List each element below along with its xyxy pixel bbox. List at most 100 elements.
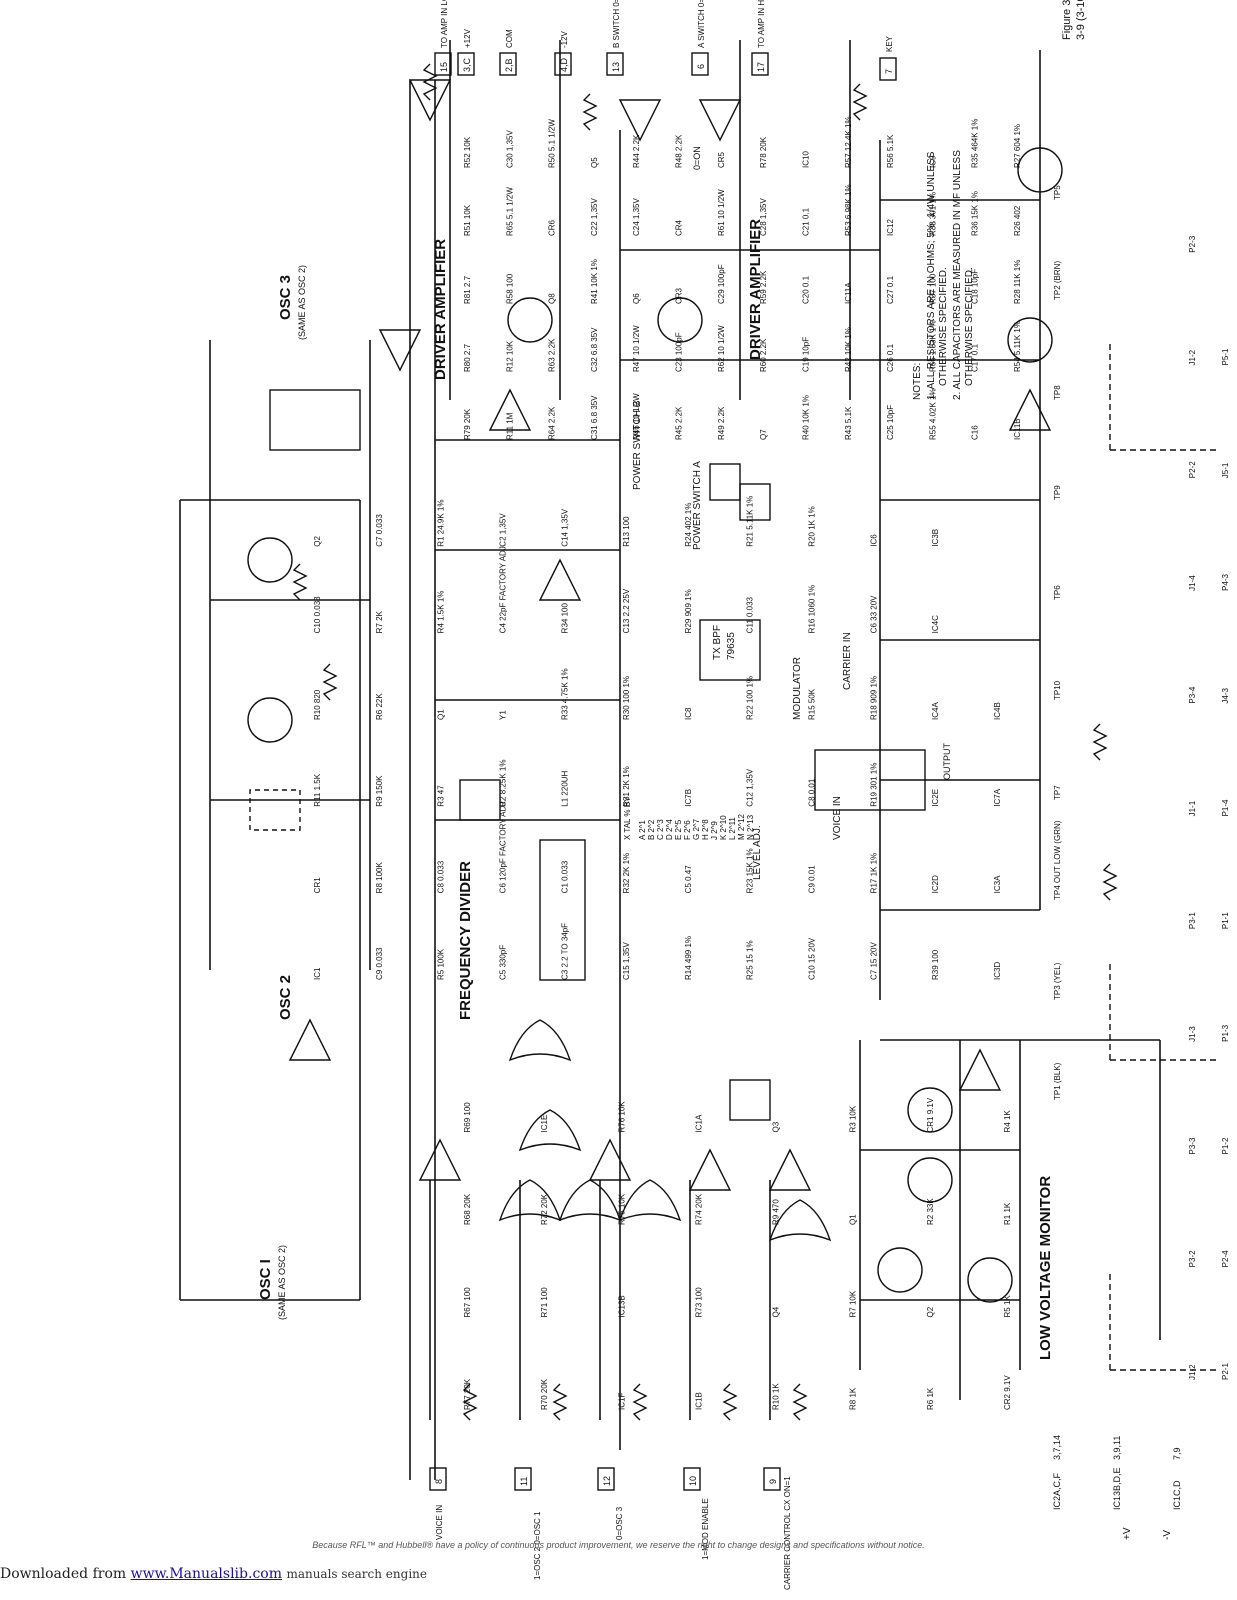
test-point-label: TP1 (BLK) xyxy=(1053,1062,1062,1100)
part-label: C5 0.47 xyxy=(684,865,693,894)
ic4c-gate xyxy=(518,1109,582,1152)
manualslib-link[interactable]: www.Manualslib.com xyxy=(130,1566,282,1582)
term-8: 8 xyxy=(434,1479,444,1484)
freq-table-row: L 2^11 xyxy=(728,817,737,840)
part-label: R25 15 1% xyxy=(746,940,755,980)
tx-bpf-box xyxy=(699,619,761,681)
legend-pins-2: 3,9,11 xyxy=(1112,1436,1122,1460)
power-switch-a-label: POWER SWITCH A xyxy=(692,461,703,550)
part-label: C5 330pF xyxy=(499,945,508,980)
part-label: R9 150K xyxy=(375,775,384,807)
freq-table-row: M 2^12 xyxy=(737,813,746,840)
jack-label: P3-3 xyxy=(1188,1137,1197,1154)
part-label: Q2 xyxy=(926,1306,935,1317)
term-15-box xyxy=(434,52,452,76)
test-points-group: TP1 (BLK)TP3 (YEL)TP4 OUT LOW (GRN)TP7TP… xyxy=(1053,185,1062,1100)
neg-supply-label: -V xyxy=(1162,1530,1173,1540)
freq-table-row: F 2^6 xyxy=(683,820,692,840)
part-label: R12 10K xyxy=(505,340,514,372)
part-label: R81 2.7 xyxy=(463,275,472,304)
part-label: R37 100 xyxy=(928,273,937,304)
jack-label: J4-3 xyxy=(1221,687,1230,703)
ic1b-gate xyxy=(768,1148,812,1191)
part-label: R61 10 1/2W xyxy=(717,189,726,236)
part-label: R7 10K xyxy=(849,1290,858,1317)
part-label: R14 499 1% xyxy=(684,936,693,980)
part-label: Q4 xyxy=(772,1306,781,1317)
tx-bpf-number: 79635 xyxy=(726,632,737,660)
jack-label: J1-3 xyxy=(1188,1026,1197,1042)
jack-label: P2-2 xyxy=(1188,461,1197,478)
part-label: R21 5.11K 1% xyxy=(746,496,755,547)
part-label: IC1E xyxy=(540,1115,549,1133)
part-label: R43 5.1K xyxy=(844,406,853,440)
part-label: IC7A xyxy=(993,788,1002,806)
term-17-box xyxy=(751,52,769,76)
part-label: R10 1K xyxy=(772,1383,781,1410)
part-label: C18 10pF xyxy=(971,269,980,304)
ic3b-gate xyxy=(498,1179,562,1222)
ic12-opamp xyxy=(1008,388,1052,431)
ic7a-box xyxy=(729,1079,771,1121)
term-10-desc: 1=MOD ENABLE xyxy=(701,1498,710,1560)
part-label: C8 0.033 xyxy=(437,860,446,893)
part-label: C2 1,35V xyxy=(499,513,508,547)
term-13: 13 xyxy=(611,62,621,72)
term-3c-box xyxy=(457,52,475,76)
part-label: C27 0.1 xyxy=(886,275,895,304)
part-label: C19 10pF xyxy=(802,337,811,372)
part-label: R79 20K xyxy=(463,408,472,440)
part-label: R11 1.5K xyxy=(313,773,322,806)
test-point-label: TP6 xyxy=(1053,585,1062,600)
ic13c-gate xyxy=(698,99,742,142)
part-label: R11 1M xyxy=(505,412,514,440)
part-label: CR2 9.1V xyxy=(1003,1375,1012,1410)
part-label: R5 1K xyxy=(1003,1295,1012,1318)
osc3-sub-label: (SAME AS OSC 2) xyxy=(297,265,307,340)
q6-symbol xyxy=(657,297,703,343)
q1-symbol xyxy=(247,697,293,743)
ic9-opamp xyxy=(538,558,582,601)
carrier-in-label: CARRIER IN xyxy=(842,632,853,690)
part-label: IC1B xyxy=(694,1392,703,1410)
part-label: R16 1060 1% xyxy=(808,585,817,633)
note-1b: OTHERWISE SPECIFIED. xyxy=(938,267,949,386)
term-15-desc: TO AMP IN LOW ON 67 PLC PWR AMP xyxy=(440,0,449,48)
term-7-desc: KEY xyxy=(885,35,894,52)
jack-label: P3-4 xyxy=(1188,686,1197,703)
part-label: R31 2K 1% xyxy=(622,766,631,806)
part-label: Q5 xyxy=(590,157,599,168)
part-label: R53 6.98K 1% xyxy=(844,184,853,236)
jack-label: P2-3 xyxy=(1188,235,1197,252)
driver-amplifier-2-label: DRIVER AMPLIFIER xyxy=(747,219,764,360)
part-label: R50 5.1 1/2W xyxy=(548,119,557,168)
note-2b: OTHERWISE SPECIFIED. xyxy=(964,267,975,386)
part-label: C28 1,35V xyxy=(759,198,768,236)
lv-q2-symbol xyxy=(967,1257,1013,1303)
part-label: IC3B xyxy=(931,529,940,547)
part-label: R77 20K xyxy=(463,1378,472,1410)
part-label: IC1F xyxy=(617,1393,626,1410)
figure-subtitle: 3-9 (3-10 blank) xyxy=(1075,0,1087,40)
disclaimer-text: Because RFL™ and Hubbell® have a policy … xyxy=(312,1540,925,1550)
jack-label: J5-1 xyxy=(1221,462,1230,478)
part-label: R4 1.5K 1% xyxy=(437,591,446,634)
part-label: C25 10pF xyxy=(886,405,895,440)
part-label: R18 909 1% xyxy=(869,676,878,720)
term-2b-box xyxy=(499,52,517,76)
figure-title: Figure 3.6 Schematic- Model 67 PLC TRANS xyxy=(1061,0,1073,40)
part-label: C16 xyxy=(971,425,980,440)
legend-gate-1: IC2A,C,F xyxy=(1052,1472,1062,1510)
level-adj-label: LEVEL ADJ. xyxy=(752,825,763,880)
freq-table-row: E 2^5 xyxy=(674,819,683,840)
ic8-box xyxy=(814,749,926,811)
part-label: IC1A xyxy=(694,1114,703,1132)
term-9: 9 xyxy=(768,1479,778,1484)
jack-label: P3-2 xyxy=(1188,1250,1197,1267)
ic1e-gate xyxy=(418,1138,462,1181)
part-label: CR5 xyxy=(717,151,726,168)
term-8-box xyxy=(429,1467,447,1491)
part-label: C10 0.033 xyxy=(313,596,322,633)
term-13-box xyxy=(606,52,624,76)
